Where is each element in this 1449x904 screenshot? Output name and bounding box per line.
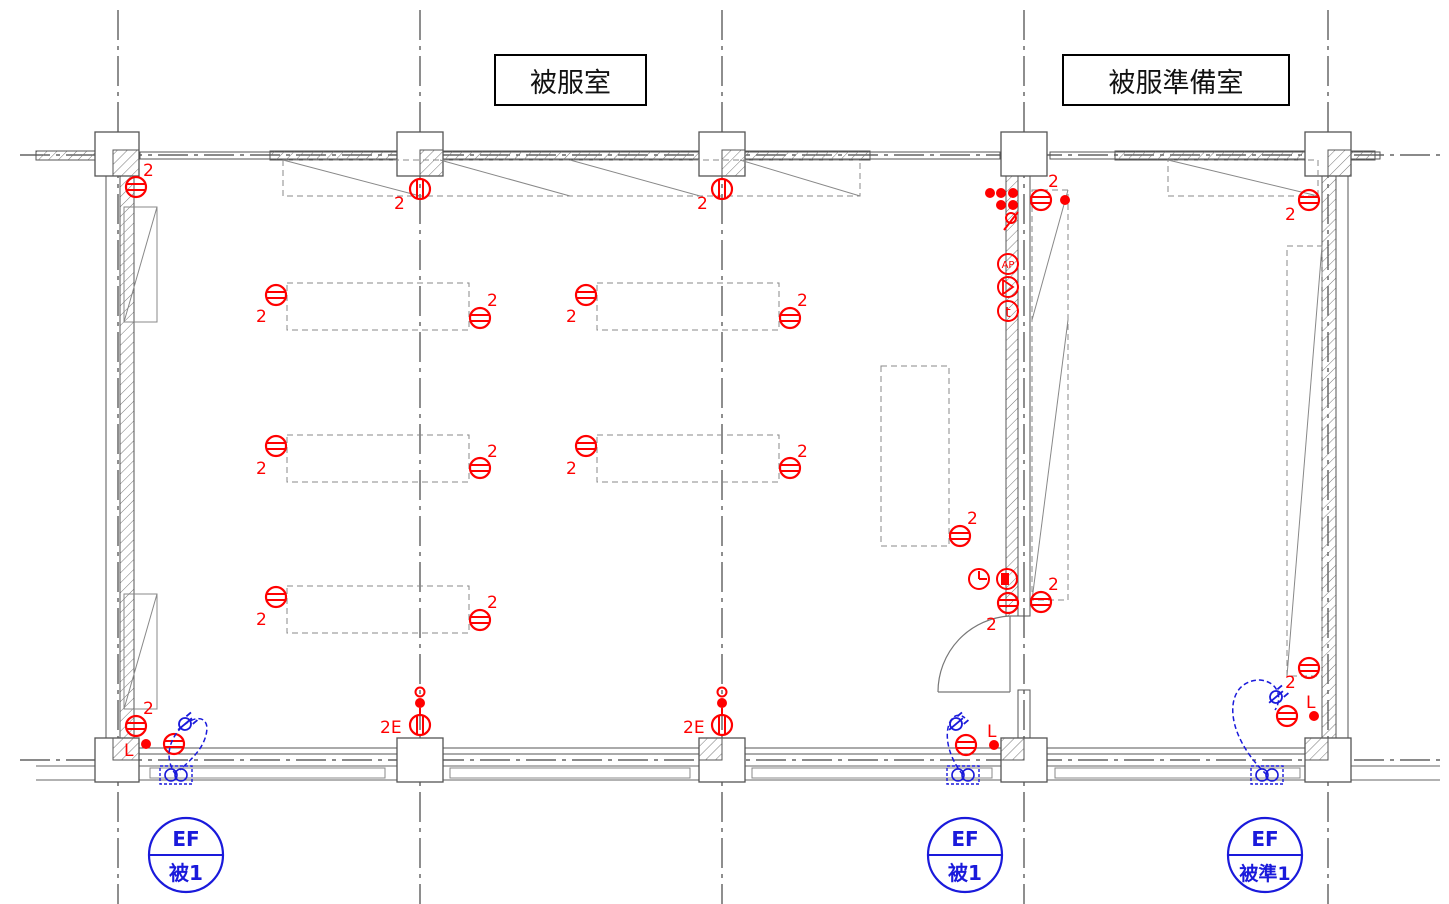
emergency-speaker-icon bbox=[996, 568, 1018, 590]
outlet-icon bbox=[1297, 188, 1321, 212]
fan-tag-2: EF 被1 bbox=[926, 816, 1004, 894]
speaker-icon bbox=[997, 276, 1019, 298]
svg-text:2: 2 bbox=[256, 459, 267, 479]
outlet-icon bbox=[1029, 590, 1053, 614]
fan-tag-3: EF 被準1 bbox=[1226, 816, 1304, 894]
svg-text:2: 2 bbox=[986, 615, 997, 635]
outlet-icon bbox=[468, 306, 492, 330]
svg-text:2: 2 bbox=[1048, 172, 1059, 192]
svg-text:被準1: 被準1 bbox=[1239, 862, 1290, 885]
top-wall bbox=[35, 150, 1381, 161]
svg-text:L: L bbox=[987, 722, 997, 742]
floor-outlet-labels: 2E 2E bbox=[380, 718, 705, 738]
svg-text:2: 2 bbox=[797, 442, 808, 462]
svg-text:被1: 被1 bbox=[948, 861, 982, 885]
svg-text:2: 2 bbox=[487, 291, 498, 311]
svg-text:2: 2 bbox=[256, 307, 267, 327]
svg-text:2: 2 bbox=[797, 291, 808, 311]
outlet-icon bbox=[778, 306, 802, 330]
svg-text:2E: 2E bbox=[380, 718, 402, 738]
switch-icon bbox=[141, 739, 151, 749]
door bbox=[937, 615, 1011, 693]
svg-text:EF: EF bbox=[172, 827, 199, 851]
svg-text:2: 2 bbox=[566, 459, 577, 479]
switch-labels: L L L bbox=[124, 693, 1316, 761]
svg-text:2: 2 bbox=[697, 194, 708, 214]
furniture bbox=[282, 159, 1323, 677]
svg-text:2: 2 bbox=[487, 442, 498, 462]
svg-text:t: t bbox=[1005, 305, 1011, 321]
access-point-icon: AP bbox=[997, 253, 1019, 275]
clock-icon bbox=[968, 568, 990, 590]
outlet-icon bbox=[1275, 704, 1299, 728]
switch-cluster bbox=[985, 188, 1018, 210]
plug-icon bbox=[173, 710, 199, 736]
svg-text:2: 2 bbox=[1285, 205, 1296, 225]
outlet-icon bbox=[1029, 188, 1053, 212]
svg-text:2: 2 bbox=[967, 509, 978, 529]
svg-text:2: 2 bbox=[566, 307, 577, 327]
room-label-clothing: 被服室 bbox=[494, 54, 647, 106]
svg-text:2: 2 bbox=[143, 161, 154, 181]
tv-outlet-icon: t bbox=[997, 300, 1019, 322]
svg-text:2: 2 bbox=[394, 194, 405, 214]
switch-icon bbox=[1060, 195, 1070, 205]
svg-text:2: 2 bbox=[256, 610, 267, 630]
outlet-icon bbox=[574, 434, 598, 458]
svg-text:被1: 被1 bbox=[169, 861, 203, 885]
svg-text:2: 2 bbox=[143, 699, 154, 719]
outlet-icon bbox=[264, 434, 288, 458]
outlet-icon bbox=[954, 733, 978, 757]
side-walls bbox=[105, 175, 1349, 739]
svg-text:EF: EF bbox=[951, 827, 978, 851]
quantity-labels: 2 2 2 2 2 2 2 2 2 2 2 2 2 2 2 2 2 2 2 2 bbox=[143, 161, 1296, 719]
outlet-icon bbox=[574, 283, 598, 307]
svg-text:2: 2 bbox=[487, 593, 498, 613]
room-label-clothing-prep: 被服準備室 bbox=[1062, 54, 1290, 106]
outlet-icon bbox=[948, 524, 972, 548]
svg-text:2: 2 bbox=[1285, 673, 1296, 693]
svg-text:AP: AP bbox=[1002, 260, 1015, 271]
svg-text:2: 2 bbox=[1048, 575, 1059, 595]
outlet-icon bbox=[264, 283, 288, 307]
ventilation bbox=[159, 679, 1290, 785]
svg-text:L: L bbox=[1306, 693, 1316, 713]
columns bbox=[94, 131, 1352, 783]
outlet-icon bbox=[468, 608, 492, 632]
svg-text:L: L bbox=[124, 741, 134, 761]
intercom-icon bbox=[1003, 211, 1019, 231]
outlet-icon bbox=[1297, 656, 1321, 680]
svg-text:EF: EF bbox=[1251, 827, 1278, 851]
outlet-icon bbox=[264, 585, 288, 609]
svg-text:2E: 2E bbox=[683, 718, 705, 738]
fan-tag-1: EF 被1 bbox=[147, 816, 225, 894]
